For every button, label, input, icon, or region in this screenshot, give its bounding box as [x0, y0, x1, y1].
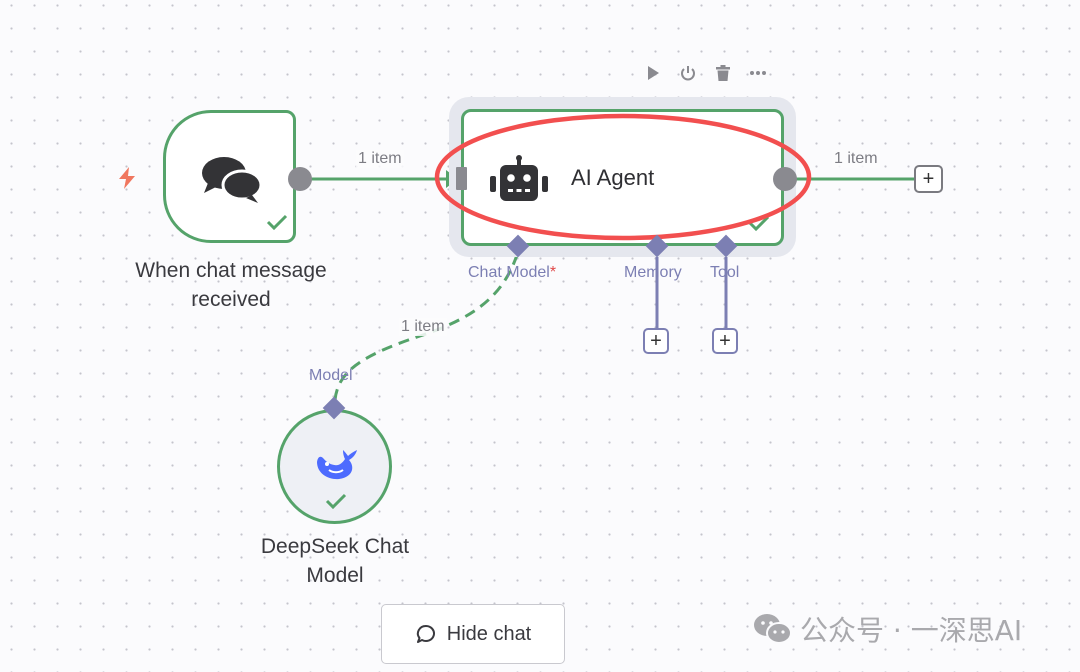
hide-chat-button[interactable]: Hide chat [381, 604, 565, 664]
plus-icon: + [650, 330, 662, 352]
agent-node-title: AI Agent [571, 165, 655, 190]
add-tool-button[interactable]: + [712, 328, 738, 354]
wechat-icon [754, 614, 792, 644]
edge-label-trigger-to-agent: 1 item [356, 150, 404, 168]
watermark-text: 公众号 · 一深思AI [800, 614, 1023, 647]
power-icon [681, 66, 695, 81]
add-next-node-button[interactable]: + [914, 165, 943, 193]
plus-icon: + [719, 330, 731, 352]
agent-output-handle[interactable] [773, 167, 797, 191]
deepseek-chat-model-node[interactable] [277, 409, 392, 524]
node-toolbar [642, 62, 769, 84]
plus-icon: + [922, 168, 935, 190]
add-memory-button[interactable]: + [643, 328, 669, 354]
trash-icon [716, 65, 730, 81]
hide-chat-label: Hide chat [446, 622, 532, 645]
more-horizontal-icon [750, 71, 766, 75]
more-options-button[interactable] [747, 62, 769, 84]
agent-input-handle[interactable] [456, 167, 467, 190]
chat-bubbles-icon [200, 153, 264, 210]
deepseek-node-label: DeepSeek Chat Model [260, 535, 410, 587]
deactivate-node-button[interactable] [677, 62, 699, 84]
model-port-label: Model [309, 367, 353, 384]
success-check-icon [748, 214, 770, 237]
success-check-icon [325, 492, 347, 515]
trigger-output-handle[interactable] [288, 167, 312, 191]
play-icon [648, 66, 659, 80]
edge-label-model-to-agent: 1 item [399, 318, 447, 336]
tool-port-label: Tool [710, 264, 740, 281]
chat-bubble-icon [416, 624, 435, 643]
edge-label-agent-out: 1 item [832, 150, 880, 168]
chat-model-port-label: Chat Model* [468, 264, 557, 281]
trigger-node-label: When chat message received [135, 259, 327, 311]
delete-node-button[interactable] [712, 62, 734, 84]
execute-node-button[interactable] [642, 62, 664, 84]
watermark: 公众号 · 一深思AI [752, 609, 1022, 649]
success-check-icon [266, 213, 288, 236]
deepseek-whale-icon [313, 448, 359, 487]
memory-port-label: Memory [624, 264, 682, 281]
trigger-bolt-icon [116, 166, 138, 195]
required-indicator: * [549, 264, 557, 281]
trigger-node-chat-message[interactable] [163, 110, 296, 243]
robot-icon [489, 155, 549, 208]
